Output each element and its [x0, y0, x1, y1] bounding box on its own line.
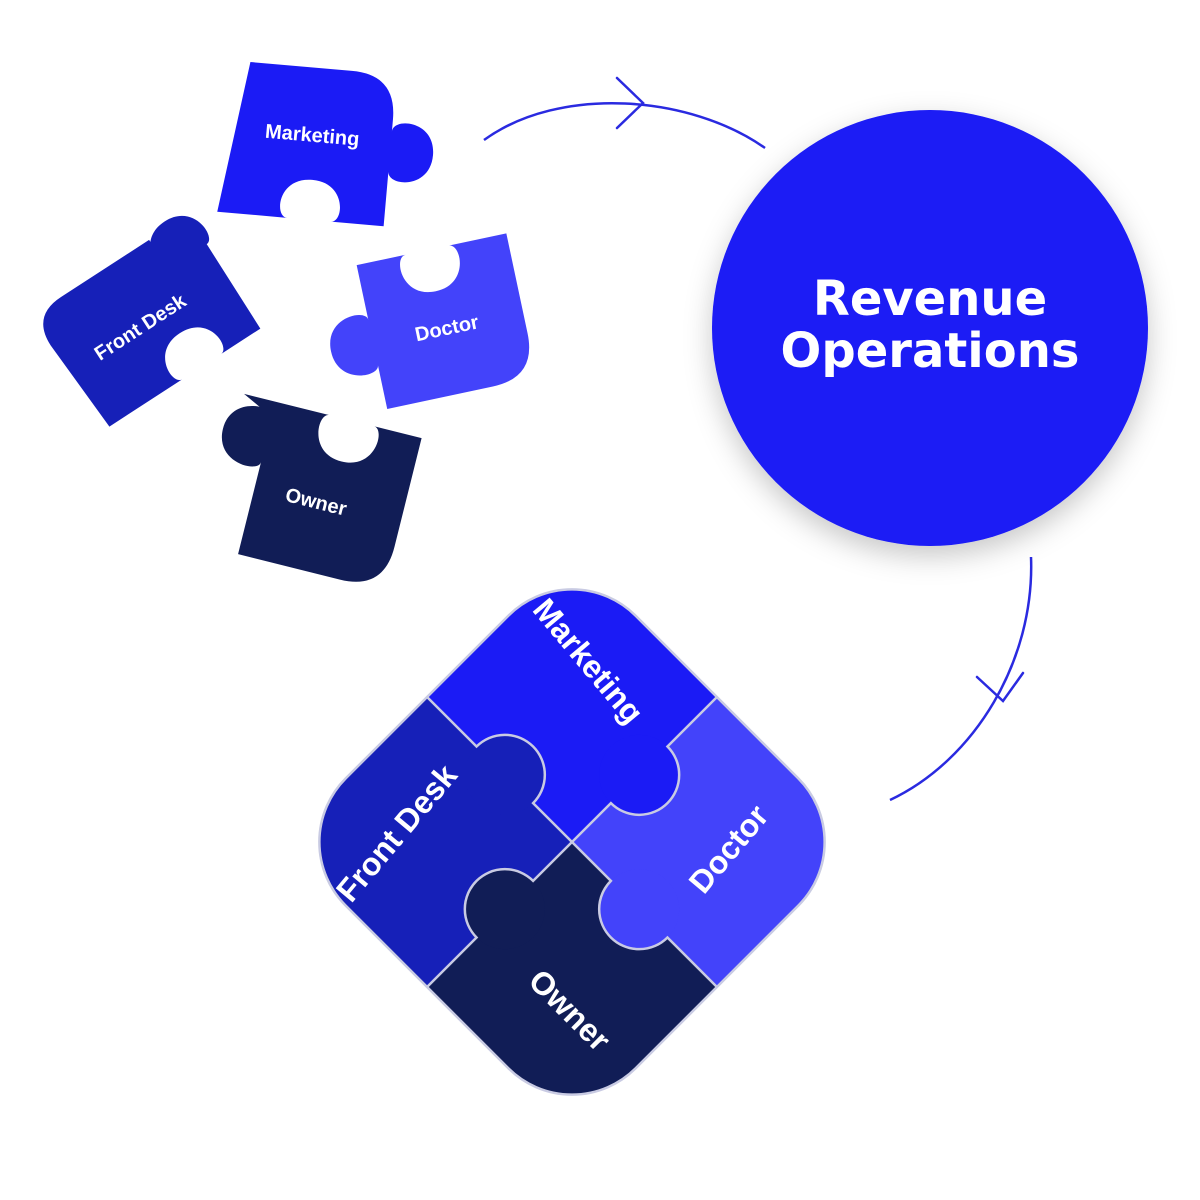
scattered-piece-front-desk: Front Desk	[43, 215, 261, 427]
hub-title-line2: Operations	[781, 323, 1080, 379]
scattered-piece-marketing: Marketing	[217, 62, 433, 227]
arrow-top	[483, 76, 766, 150]
hub-title-line1: Revenue	[813, 271, 1047, 327]
scattered-piece-doctor: Doctor	[330, 233, 530, 409]
revenue-operations-hub: Revenue Operations	[712, 110, 1148, 546]
scattered-piece-owner: Owner	[221, 393, 422, 582]
arrow-right	[889, 556, 1033, 802]
assembled-puzzle	[282, 552, 862, 1132]
